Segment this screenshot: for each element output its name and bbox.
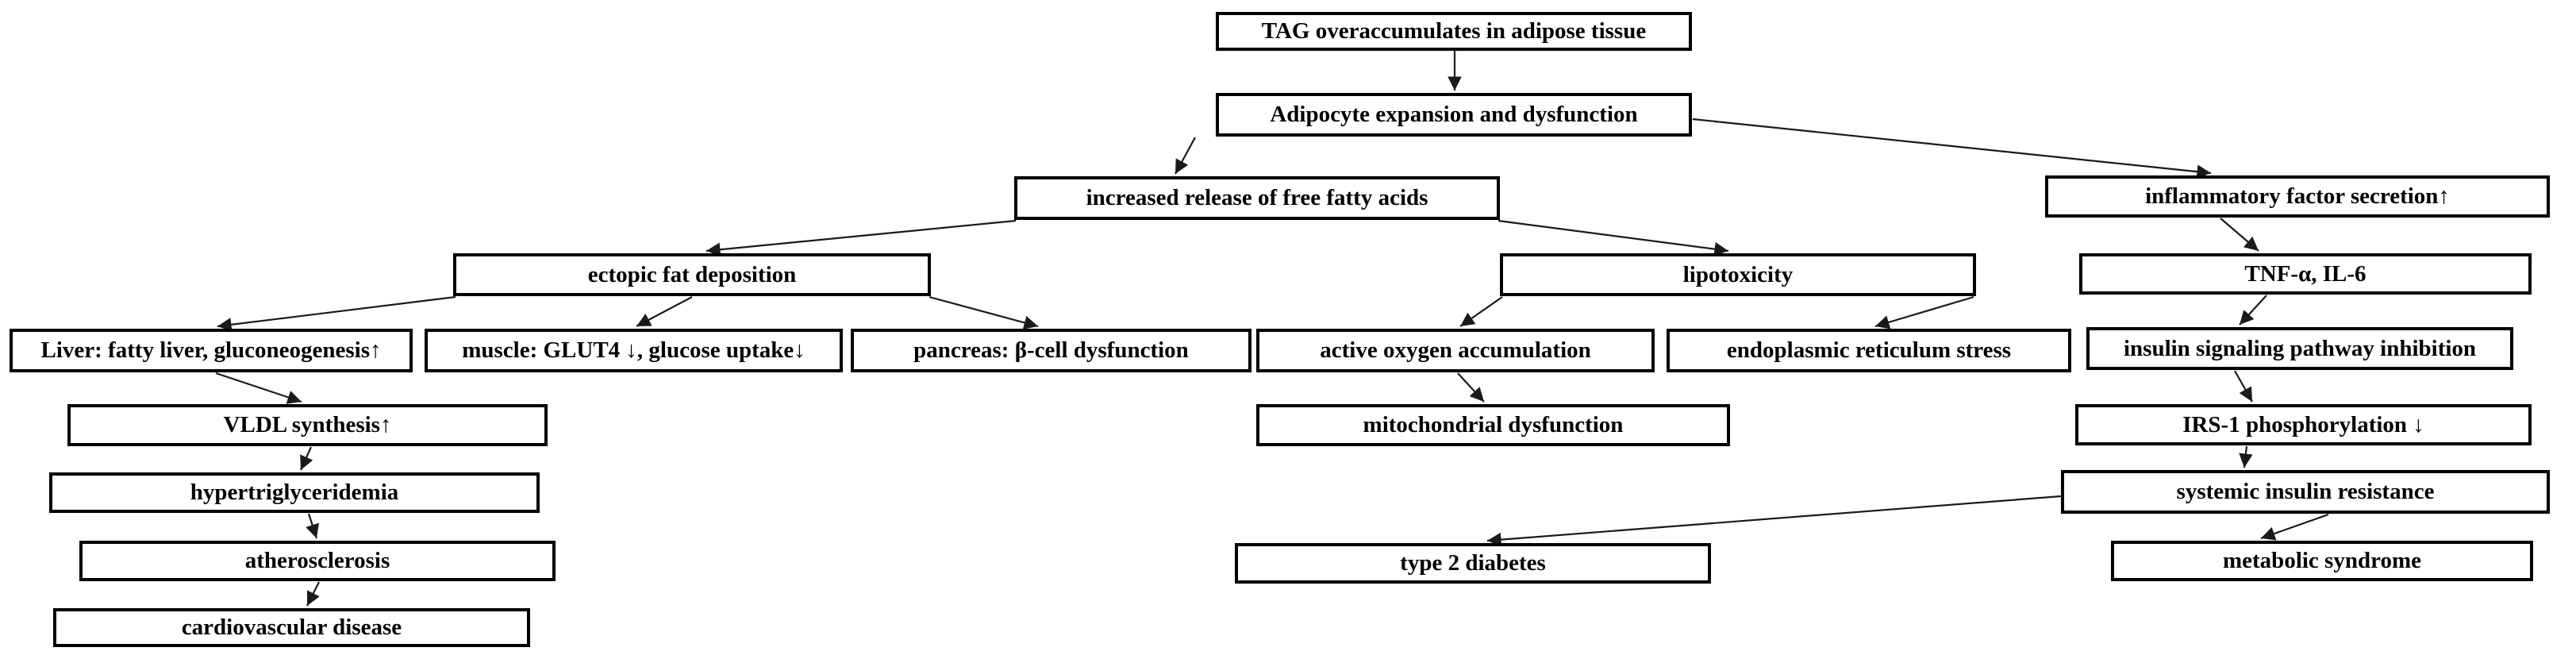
edge-adipocyte-ffa (1175, 137, 1196, 175)
flow-node-vldl-synthesis: VLDL synthesis↑ (67, 404, 548, 446)
flow-node-tnf-il6: TNF-α, IL-6 (2079, 253, 2532, 295)
edge-liver-vldl (215, 372, 302, 404)
edge-systemic-metabolic (2260, 513, 2329, 541)
edge-hypertriglyceridemia-atherosclerosis (306, 513, 319, 539)
edge-insulin-signaling-irs1 (2234, 370, 2253, 403)
flow-node-tag-overaccumulation: TAG overaccumulates in adipose tissue (1216, 12, 1692, 51)
edge-ffa-ectopic (706, 219, 1017, 257)
flow-node-type2-diabetes: type 2 diabetes (1235, 543, 1711, 584)
edge-adipocyte-inflammatory (1692, 118, 2212, 179)
flow-node-metabolic-syndrome: metabolic syndrome (2111, 541, 2533, 581)
flow-node-insulin-signaling-inhibition: insulin signaling pathway inhibition (2086, 327, 2513, 370)
edge-ectopic-muscle (636, 296, 693, 327)
flow-node-hypertriglyceridemia: hypertriglyceridemia (49, 472, 540, 513)
edge-irs1-systemic (2239, 445, 2253, 468)
flow-node-systemic-insulin-resistance: systemic insulin resistance (2061, 470, 2550, 514)
flow-node-er-stress: endoplasmic reticulum stress (1667, 329, 2071, 372)
flow-node-muscle: muscle: GLUT4 ↓, glucose uptake↓ (425, 329, 843, 372)
edge-active-oxygen-mitochondrial (1457, 372, 1485, 403)
edge-inflammatory-tnf (2220, 218, 2259, 252)
edge-tnf-insulin-signaling (2239, 295, 2267, 326)
edge-ffa-lipotoxicity (1498, 219, 1729, 256)
flow-node-lipotoxicity: lipotoxicity (1500, 253, 1976, 296)
edge-lipotoxicity-er-stress (1874, 295, 1974, 330)
flow-node-mitochondrial-dysfunction: mitochondrial dysfunction (1256, 404, 1730, 446)
flow-node-liver: Liver: fatty liver, gluconeogenesis↑ (10, 329, 413, 372)
flow-node-ectopic-fat-deposition: ectopic fat deposition (453, 253, 931, 296)
edge-vldl-hypertriglyceridemia (299, 446, 313, 471)
flow-node-inflammatory-secretion: inflammatory factor secretion↑ (2045, 175, 2550, 218)
flow-node-atherosclerosis: atherosclerosis (79, 541, 556, 581)
edge-systemic-type2 (1486, 495, 2062, 547)
edge-atherosclerosis-cardiovascular (306, 581, 320, 607)
edge-ectopic-liver (217, 295, 456, 332)
edge-ectopic-pancreas (929, 295, 1039, 330)
flow-node-active-oxygen: active oxygen accumulation (1256, 329, 1655, 372)
flow-node-irs1-phosphorylation: IRS-1 phosphorylation ↓ (2075, 404, 2532, 445)
flow-node-free-fatty-acids: increased release of free fatty acids (1014, 176, 1500, 220)
flow-node-adipocyte-expansion: Adipocyte expansion and dysfunction (1216, 93, 1692, 137)
flow-node-pancreas: pancreas: β-cell dysfunction (851, 329, 1251, 372)
flow-node-cardiovascular-disease: cardiovascular disease (53, 608, 530, 647)
edge-lipotoxicity-active-oxygen (1459, 296, 1503, 327)
